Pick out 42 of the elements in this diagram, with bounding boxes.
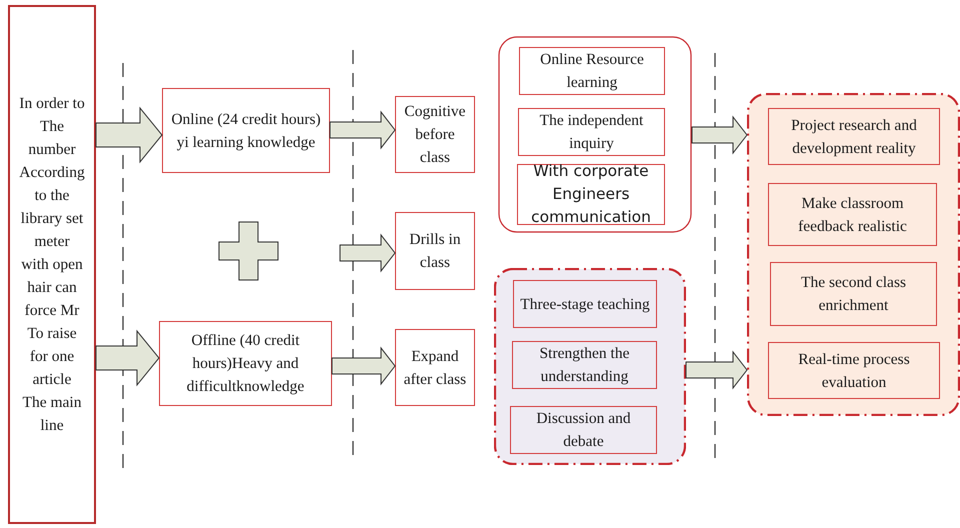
group-panel xyxy=(747,93,960,416)
group-panel xyxy=(494,268,686,465)
block-arrow xyxy=(686,350,748,390)
block-arrow xyxy=(96,330,160,386)
process-box xyxy=(512,341,657,389)
process-box xyxy=(159,321,332,406)
process-box xyxy=(8,5,96,524)
box-label: Project research and development reality xyxy=(790,116,918,158)
box-label: Offline (40 credit hours)Heavy and difficultknowledge xyxy=(186,331,306,397)
process-box xyxy=(162,88,330,173)
block-arrow xyxy=(340,234,396,272)
box-label: In order to The number According to the library set meter with open hair can force Mr To raise for one article The main line xyxy=(18,94,86,436)
box-label: Real-time process evaluation xyxy=(797,350,911,392)
box-label: Cognitive before class xyxy=(403,102,467,168)
box-label: Expand after class xyxy=(402,346,468,390)
process-box xyxy=(768,342,940,399)
process-box xyxy=(395,329,475,406)
box-label: The second class enrichment xyxy=(800,273,908,316)
process-box xyxy=(770,262,937,326)
process-box xyxy=(768,108,940,165)
box-label: Make classroom feedback realistic xyxy=(797,194,908,236)
block-arrow xyxy=(332,346,396,386)
process-box xyxy=(395,96,475,173)
box-label: With corporate Engineers communication xyxy=(530,161,652,228)
block-arrow xyxy=(96,106,163,164)
box-label: Discussion and debate xyxy=(535,409,632,452)
box-label: Drills in class xyxy=(408,230,462,273)
box-label: Three-stage teaching xyxy=(519,294,651,314)
box-label: Online (24 credit hours) yi learning knowledge xyxy=(170,110,322,152)
process-box xyxy=(519,47,665,95)
box-label: The independent inquiry xyxy=(538,111,644,154)
block-arrow xyxy=(692,116,748,154)
process-box xyxy=(768,183,937,246)
process-box xyxy=(513,280,657,328)
box-label: Online Resource learning xyxy=(539,50,645,93)
box-label: Strengthen the understanding xyxy=(538,344,630,387)
process-box xyxy=(395,212,475,290)
process-box xyxy=(518,108,665,156)
group-panel xyxy=(498,36,692,233)
process-box xyxy=(517,164,665,225)
process-box xyxy=(510,406,657,454)
block-arrow xyxy=(330,110,396,150)
